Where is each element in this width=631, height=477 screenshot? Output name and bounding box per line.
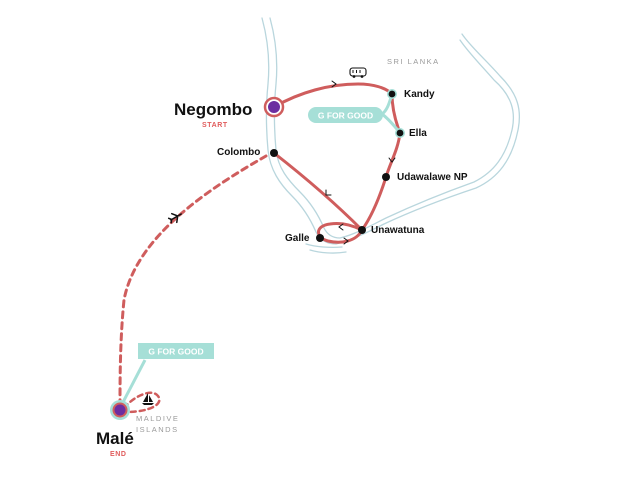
- end-marker: [110, 400, 130, 420]
- stop-label-udawalawe: Udawalawe NP: [397, 172, 468, 183]
- start-label: START: [202, 122, 228, 129]
- region-label-maldives: MALDIVE: [136, 414, 179, 423]
- start-city-label: Negombo: [174, 100, 252, 119]
- plane-icon: [167, 212, 182, 224]
- start-marker: [263, 96, 285, 118]
- stop-galle-dot: [316, 234, 324, 242]
- region-label-maldives-line2: ISLANDS: [136, 425, 179, 434]
- end-label: END: [110, 451, 127, 458]
- end-city-label: Malé: [96, 429, 134, 448]
- g-for-good-maldives: G FOR GOOD: [118, 343, 214, 409]
- stop-label-ella: Ella: [409, 128, 427, 139]
- stop-markers: [270, 89, 405, 242]
- sri-lanka-coastline: [261, 17, 521, 254]
- stop-udawalawe-dot: [382, 173, 390, 181]
- g-for-good-tag-label: G FOR GOOD: [148, 347, 203, 357]
- stop-colombo-dot: [270, 149, 278, 157]
- g-for-good-sri-lanka: G FOR GOOD: [308, 93, 402, 134]
- stop-label-galle: Galle: [285, 233, 310, 244]
- flight-route: [118, 154, 268, 410]
- stop-label-colombo: Colombo: [217, 147, 260, 158]
- stop-unawatuna-dot: [358, 226, 366, 234]
- sailboat-icon: [142, 393, 154, 405]
- stop-label-kandy: Kandy: [404, 89, 435, 100]
- g-for-good-tag-label: G FOR GOOD: [318, 111, 373, 121]
- sailing-loop: [122, 391, 161, 414]
- bus-icon: [349, 67, 367, 78]
- stop-kandy-dot: [388, 90, 396, 98]
- stop-label-unawatuna: Unawatuna: [371, 225, 425, 236]
- stop-ella-dot: [396, 129, 404, 137]
- region-label-sri-lanka: SRI LANKA: [387, 57, 440, 66]
- direction-arrow-icon: [325, 80, 396, 245]
